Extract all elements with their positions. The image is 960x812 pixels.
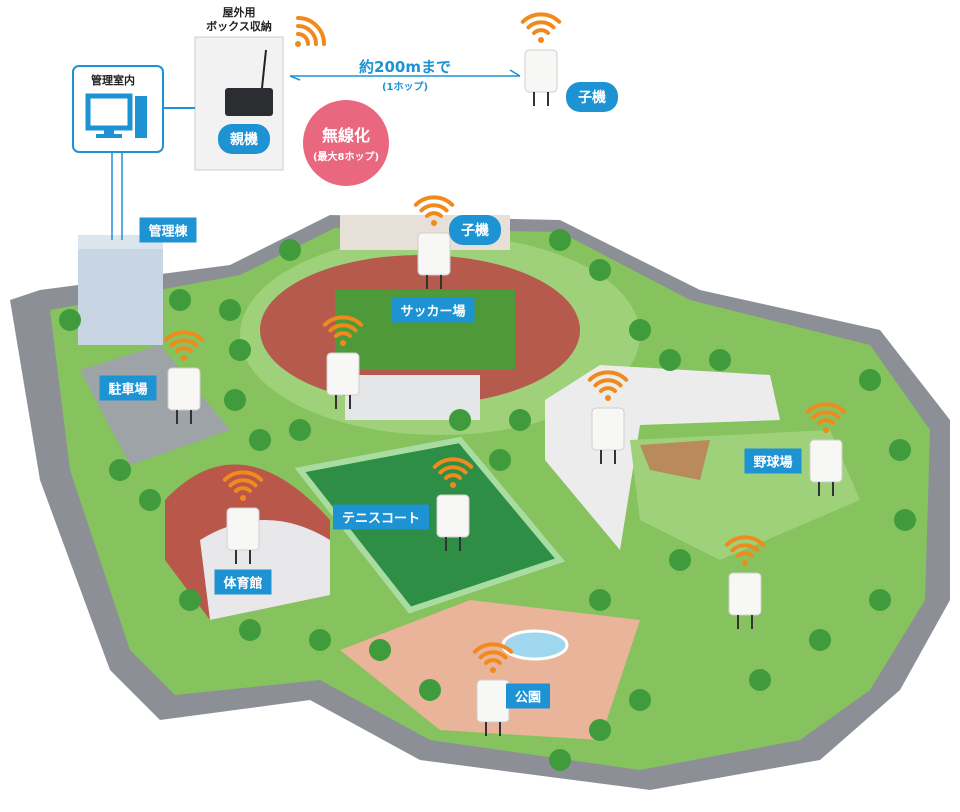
range-arrow — [289, 69, 521, 81]
tree — [749, 669, 771, 691]
callout-line — [111, 152, 123, 240]
tree — [589, 259, 611, 281]
wireless-title: 無線化 — [321, 126, 370, 145]
tree — [419, 679, 441, 701]
tree — [589, 589, 611, 611]
tree — [589, 719, 611, 741]
wifi-signal-icon — [413, 195, 455, 226]
tree — [289, 419, 311, 441]
tree — [894, 509, 916, 531]
tree — [224, 389, 246, 411]
tree — [869, 589, 891, 611]
box-caption-line1: 屋外用 — [222, 6, 256, 19]
wireless-hops: (最大8ホップ) — [312, 152, 380, 163]
computer-icon — [85, 93, 147, 138]
tree — [239, 619, 261, 641]
tree — [139, 489, 161, 511]
tennis-court — [294, 436, 566, 614]
wifi-signal-icon — [587, 370, 629, 401]
sensor-device — [226, 507, 260, 564]
tree — [219, 299, 241, 321]
area-label-parking: 駐車場 — [99, 375, 157, 401]
area-label-gym: 体育館 — [214, 569, 272, 595]
wifi-signal-icon — [724, 535, 766, 566]
tree — [109, 459, 131, 481]
wifi-signal-icon — [520, 12, 562, 43]
tree — [669, 549, 691, 571]
sensor-device — [524, 49, 558, 106]
sensor-device — [167, 367, 201, 424]
sensor-device — [417, 232, 451, 289]
sensor-device — [809, 439, 843, 496]
sensor-device — [326, 352, 360, 409]
area-label-admin: 管理棟 — [139, 217, 197, 243]
box-caption-line2: ボックス収納 — [206, 20, 272, 33]
wifi-signal-icon — [322, 315, 364, 346]
wifi-signal-icon — [432, 457, 474, 488]
tree — [629, 319, 651, 341]
parent-device — [225, 88, 273, 116]
box-caption: 屋外用ボックス収納 — [206, 6, 272, 34]
tree — [659, 349, 681, 371]
tree — [889, 439, 911, 461]
parking-lot — [80, 345, 230, 465]
tree — [249, 429, 271, 451]
tree — [279, 239, 301, 261]
tree — [369, 639, 391, 661]
tree — [549, 749, 571, 771]
area-label-soccer: サッカー場 — [391, 297, 475, 323]
tree — [489, 449, 511, 471]
wifi-signal-icon — [222, 470, 264, 501]
wifi-signal-icon — [805, 402, 847, 433]
range-hops: (1ホップ) — [381, 82, 429, 93]
trees — [59, 229, 916, 771]
tree — [709, 349, 731, 371]
admin-building — [78, 245, 163, 345]
tree — [169, 289, 191, 311]
wifi-signal-icon — [295, 16, 326, 47]
parent-label: 親機 — [218, 124, 270, 154]
area-label-child: 子機 — [449, 215, 501, 245]
fountain — [501, 629, 569, 661]
tree — [449, 409, 471, 431]
area-label-park: 公園 — [505, 683, 551, 709]
sensor-device — [436, 494, 470, 551]
tree — [859, 369, 881, 391]
wireless-badge: 無線化 (最大8ホップ) — [303, 100, 389, 186]
tree — [509, 409, 531, 431]
wifi-signal-icon — [472, 642, 514, 673]
wifi-signal-icon — [163, 330, 205, 361]
tree — [309, 629, 331, 651]
room-caption: 管理室内 — [91, 74, 135, 87]
infield — [640, 440, 710, 480]
child-label: 子機 — [566, 82, 618, 112]
tree — [549, 229, 571, 251]
sensor-device — [728, 572, 762, 629]
area-label-tennis: テニスコート — [332, 504, 430, 530]
antenna — [261, 49, 267, 89]
tree — [809, 629, 831, 651]
tree — [629, 689, 651, 711]
range-text: 約200mまで — [359, 58, 451, 76]
area-label-baseball: 野球場 — [744, 448, 802, 474]
tree — [179, 589, 201, 611]
tree — [59, 309, 81, 331]
tree — [229, 339, 251, 361]
sensor-device — [591, 407, 625, 464]
